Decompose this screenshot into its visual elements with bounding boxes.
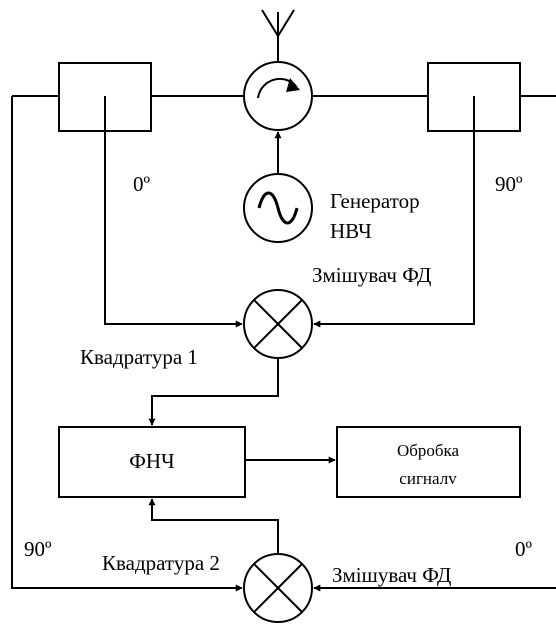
bottom-mixer-label: Змішувач ФД bbox=[332, 563, 451, 587]
bottom-mixer-icon bbox=[243, 553, 313, 623]
generator-label-line1: Генератор bbox=[330, 189, 420, 213]
right-coupler-to-top-mixer bbox=[313, 96, 475, 328]
left-coupler-to-top-mixer bbox=[104, 96, 243, 328]
bottom-mixer-to-lpf bbox=[148, 498, 279, 554]
left-line-to-bottom-mixer bbox=[11, 96, 243, 592]
processing-label-line1: Обробка bbox=[397, 441, 460, 460]
phase-left-bottom-label: 90º bbox=[24, 537, 52, 561]
processing-label-line2: сигналv bbox=[399, 469, 457, 488]
processing-block bbox=[336, 426, 521, 498]
generator-label-line2: НВЧ bbox=[330, 219, 372, 243]
top-mixer-label: Змішувач ФД bbox=[312, 263, 431, 287]
phase-right-top-label: 90º bbox=[495, 172, 523, 196]
quadrature-1-label: Квадратура 1 bbox=[80, 345, 198, 369]
phase-right-bottom-label: 0º bbox=[515, 537, 533, 561]
circulator-icon bbox=[243, 61, 313, 131]
top-mixer-icon bbox=[243, 289, 313, 359]
lpf-block bbox=[58, 426, 246, 498]
lpf-label: ФНЧ bbox=[129, 449, 175, 473]
top-mixer-to-lpf bbox=[148, 358, 279, 426]
generator-icon bbox=[243, 173, 313, 243]
phase-left-top-label: 0º bbox=[133, 172, 151, 196]
quadrature-2-label: Квадратура 2 bbox=[102, 551, 220, 575]
